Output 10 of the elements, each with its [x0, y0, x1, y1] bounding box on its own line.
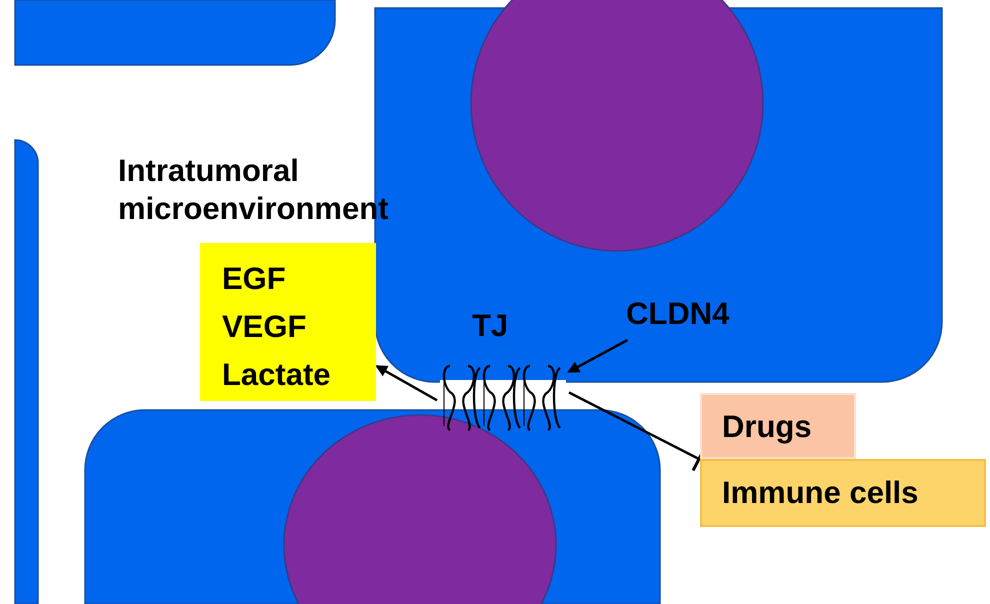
arrow	[375, 365, 438, 402]
protein-label: CLDN4	[626, 296, 730, 331]
factor-box	[200, 243, 376, 401]
label-box: Immune cells	[700, 459, 986, 527]
text-label: EGF	[222, 260, 286, 298]
label-box: Drugs	[700, 393, 856, 459]
arrow	[567, 338, 628, 373]
text-label: Lactate	[222, 356, 331, 394]
text-label: VEGF	[222, 308, 306, 346]
junction-label: TJ	[472, 308, 508, 344]
